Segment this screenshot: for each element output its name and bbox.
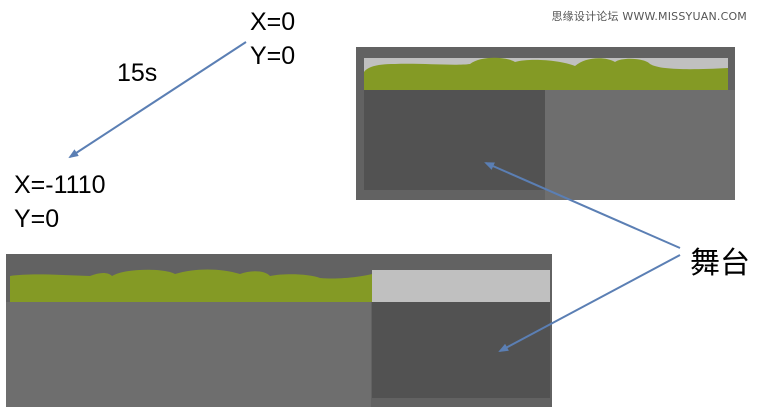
end-stage-box bbox=[372, 302, 550, 398]
stage-arrow-top bbox=[484, 162, 681, 249]
end-y-label: Y=0 bbox=[14, 205, 60, 233]
motion-arrow bbox=[68, 41, 247, 159]
duration-label: 15s bbox=[117, 59, 158, 87]
start-y-label: Y=0 bbox=[250, 42, 296, 70]
end-strip bbox=[372, 270, 550, 302]
start-stage-box bbox=[364, 90, 545, 190]
watermark: 思缘设计论坛 WWW.MISSYUAN.COM bbox=[551, 10, 747, 23]
end-x-label: X=-1110 bbox=[14, 171, 106, 199]
start-right-panel bbox=[545, 90, 735, 200]
start-state-illustration bbox=[356, 47, 735, 200]
stage-label: 舞台 bbox=[690, 246, 750, 281]
stage-arrow-bottom bbox=[498, 254, 681, 352]
start-x-label: X=0 bbox=[250, 8, 296, 36]
end-state-illustration bbox=[6, 254, 552, 407]
start-hills bbox=[364, 57, 728, 90]
start-coordinates: X=0 Y=0 bbox=[250, 5, 295, 73]
end-hills bbox=[10, 269, 372, 302]
end-left-panel bbox=[6, 302, 371, 407]
end-coordinates: X=-1110 Y=0 bbox=[14, 168, 106, 236]
